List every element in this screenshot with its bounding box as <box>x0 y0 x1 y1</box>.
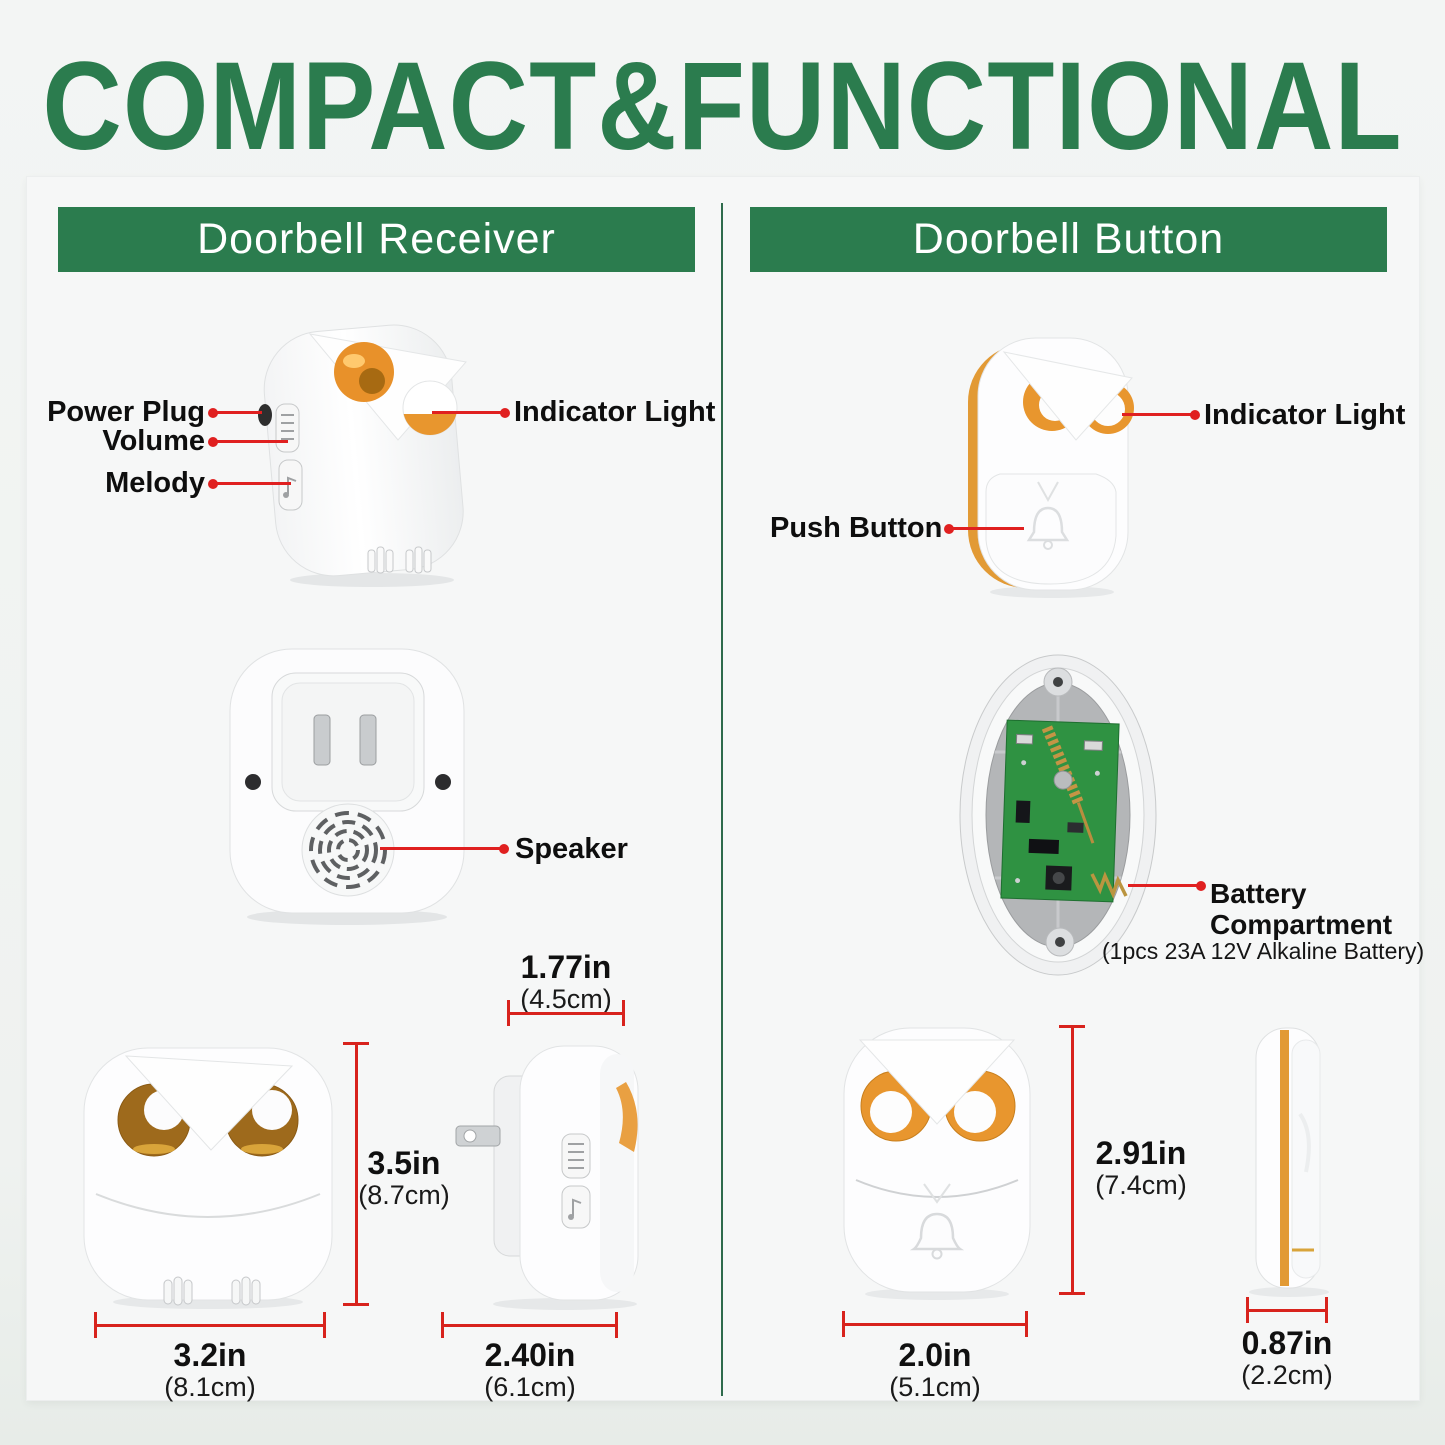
dim-button-depth-cm: (2.2cm) <box>1241 1360 1333 1390</box>
button-indicator-leader-line <box>1122 413 1192 416</box>
button-panel-header: Doorbell Button <box>750 207 1387 272</box>
volume-dot <box>208 437 218 447</box>
callout-melody: Melody <box>105 467 205 499</box>
callout-receiver-indicator-light: Indicator Light <box>514 396 716 428</box>
receiver-indicator-dot <box>500 408 510 418</box>
melody-dot <box>208 479 218 489</box>
receiver-header-label: Doorbell Receiver <box>197 215 556 263</box>
battery-leader-line <box>1128 884 1200 887</box>
dim-receiver-width: 3.2in (8.1cm) <box>164 1338 256 1402</box>
button-indicator-dot <box>1190 410 1200 420</box>
dim-receiver-height: 3.5in (8.7cm) <box>358 1146 450 1210</box>
dim-line-receiver-top-width <box>507 1000 625 1026</box>
dim-button-width-cm: (5.1cm) <box>889 1372 981 1402</box>
button-battery-compartment-image <box>959 654 1157 976</box>
power-plug-dot <box>208 408 218 418</box>
dim-receiver-depth-cm: (6.1cm) <box>484 1372 576 1402</box>
dim-receiver-depth-in: 2.40in <box>484 1337 576 1373</box>
dim-button-width-in: 2.0in <box>898 1337 972 1373</box>
dim-button-depth: 0.87in (2.2cm) <box>1241 1326 1333 1390</box>
callout-battery-compartment: Battery Compartment <box>1210 878 1393 940</box>
power-plug-leader-line <box>214 411 262 414</box>
receiver-indicator-leader-line <box>432 411 502 414</box>
callout-speaker: Speaker <box>515 833 628 865</box>
battery-dot <box>1196 881 1206 891</box>
button-front-image <box>843 1027 1031 1300</box>
speaker-leader-line <box>380 847 501 850</box>
receiver-front-image <box>83 1047 333 1309</box>
dim-line-receiver-depth <box>441 1312 618 1338</box>
dim-receiver-width-in: 3.2in <box>173 1337 247 1373</box>
push-button-leader-line <box>950 527 1024 530</box>
dim-receiver-height-in: 3.5in <box>367 1145 441 1181</box>
dim-line-receiver-width <box>94 1312 326 1338</box>
button-side-image <box>1249 1027 1329 1297</box>
receiver-back-image <box>229 648 465 925</box>
dim-button-height-in: 2.91in <box>1095 1135 1187 1171</box>
panel-divider <box>721 203 723 1396</box>
dim-receiver-top-width-in: 1.77in <box>520 949 612 985</box>
callout-power-plug: Power Plug <box>47 396 205 428</box>
speaker-dot <box>499 844 509 854</box>
callout-push-button: Push Button <box>770 512 943 544</box>
button-header-label: Doorbell Button <box>912 215 1225 263</box>
dim-receiver-top-width-cm: (4.5cm) <box>520 984 612 1014</box>
volume-leader-line <box>214 440 288 443</box>
receiver-three-quarter-image <box>258 324 467 587</box>
dim-receiver-height-cm: (8.7cm) <box>358 1180 450 1210</box>
battery-note: (1pcs 23A 12V Alkaline Battery) <box>1102 938 1425 964</box>
dim-button-width: 2.0in (5.1cm) <box>889 1338 981 1402</box>
dim-button-height-cm: (7.4cm) <box>1095 1170 1187 1200</box>
melody-leader-line <box>214 482 291 485</box>
dim-line-button-height <box>1059 1025 1085 1295</box>
page-title: COMPACT&FUNCTIONAL <box>42 36 1403 177</box>
dim-line-button-width <box>842 1311 1028 1337</box>
push-button-dot <box>944 524 954 534</box>
dim-line-receiver-height <box>343 1042 369 1306</box>
dim-receiver-width-cm: (8.1cm) <box>164 1372 256 1402</box>
button-three-quarter-image <box>968 337 1134 598</box>
dim-receiver-top-width: 1.77in (4.5cm) <box>520 950 612 1014</box>
callout-volume: Volume <box>102 425 205 457</box>
receiver-panel-header: Doorbell Receiver <box>58 207 695 272</box>
callout-button-indicator-light: Indicator Light <box>1204 399 1406 431</box>
dim-button-depth-in: 0.87in <box>1241 1325 1333 1361</box>
dim-line-button-depth <box>1246 1297 1328 1323</box>
dim-button-height: 2.91in (7.4cm) <box>1095 1136 1187 1200</box>
receiver-side-image <box>455 1045 639 1310</box>
dim-receiver-depth: 2.40in (6.1cm) <box>484 1338 576 1402</box>
